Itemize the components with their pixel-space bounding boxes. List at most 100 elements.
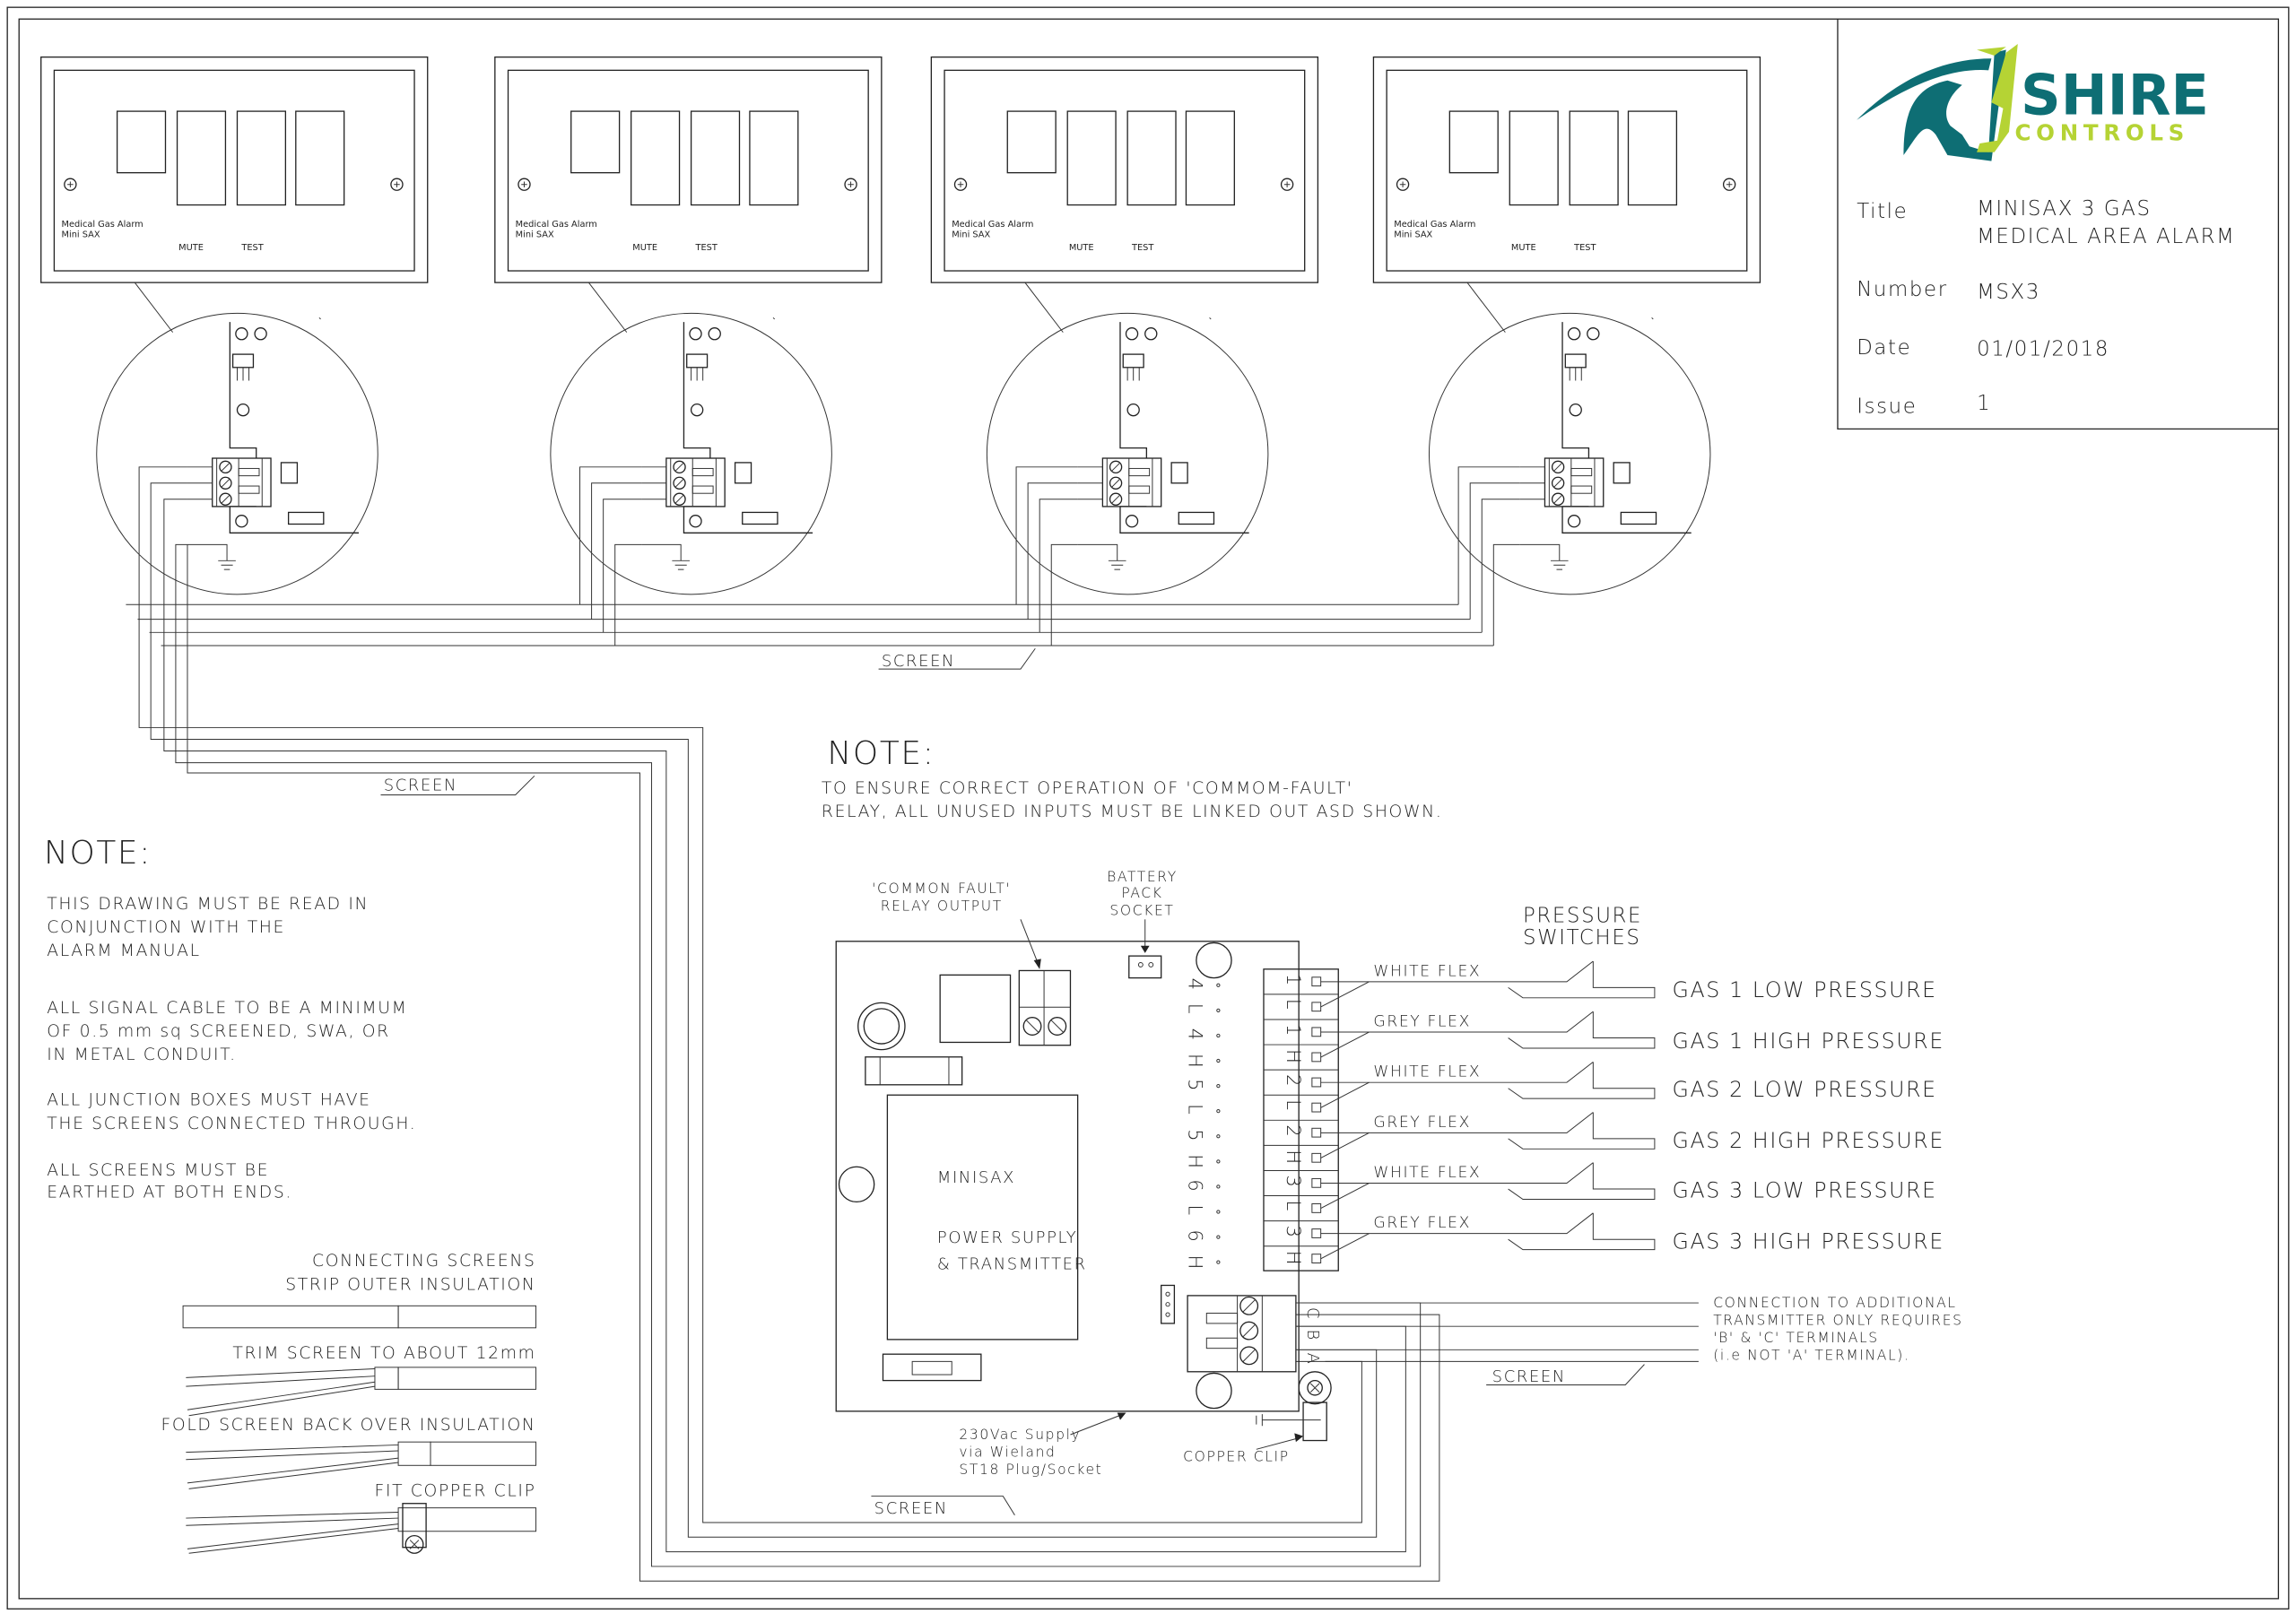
alarm-indicator-window: [570, 110, 621, 174]
terminal-screw: [1311, 976, 1322, 987]
input-label: 4: [1184, 978, 1206, 992]
signal-cables: [126, 466, 1520, 1582]
flex-label: GREY FLEX: [1373, 1012, 1471, 1030]
svg-text:STRIP OUTER INSULATION: STRIP OUTER INSULATION: [285, 1275, 535, 1294]
screw-icon: [953, 178, 968, 191]
detector-board-detail: [96, 282, 378, 595]
cable-wire: [1469, 482, 1520, 620]
screw-icon: [235, 327, 248, 341]
number-value: MSX3: [1977, 281, 2040, 304]
input-label: 5: [1184, 1079, 1206, 1092]
gas-label: GAS 2 LOW PRESSURE: [1672, 1077, 1936, 1102]
terminal-label: H: [1282, 1049, 1304, 1065]
battery-label-line2: PACK: [1121, 885, 1162, 901]
flex-label: GREY FLEX: [1373, 1114, 1471, 1132]
title-value-line1: MINISAX 3 GAS: [1977, 197, 2152, 221]
terminal-screw: [1311, 1102, 1322, 1113]
cable-wire: [591, 482, 642, 620]
panel-name-line1: Medical Gas Alarm: [516, 220, 597, 230]
alarm-unit-2: Medical Gas Alarm Mini SAX MUTE TEST: [494, 56, 883, 595]
cable-wire: [1027, 482, 1078, 620]
jumper: [1161, 1284, 1176, 1324]
terminal-screw: [1311, 1177, 1322, 1188]
terminal-label: L: [1282, 1200, 1304, 1211]
terminal-screw: [1311, 1152, 1322, 1163]
shire-controls-logo: SHIRE CONTROLS: [1857, 43, 2209, 161]
input-pad: [1216, 1033, 1221, 1038]
cable-wire: [1039, 499, 1078, 633]
svg-text:SCREEN: SCREEN: [882, 652, 955, 671]
screw-icon: [1722, 178, 1736, 191]
flex-label: WHITE FLEX: [1373, 962, 1481, 980]
screen-label-right: SCREEN: [1486, 1364, 1645, 1386]
note-line: OF 0.5 mm sq SCREENED, SWA, OR: [47, 1022, 390, 1041]
screw-icon: [1125, 515, 1139, 528]
screen-label-bottom: SCREEN: [871, 1496, 1015, 1518]
input-label: 5: [1184, 1129, 1206, 1142]
note-line: CONJUNCTION WITH THE: [47, 918, 285, 937]
alarm-button: [631, 110, 681, 206]
battery-label-line1: BATTERY: [1107, 869, 1178, 885]
note-line: ALL SCREENS MUST BE: [47, 1161, 269, 1180]
terminal-screw: [1311, 1027, 1322, 1037]
mute-button: [236, 110, 287, 206]
mute-button: [690, 110, 741, 206]
screw-icon: [64, 178, 77, 191]
note-line: THE SCREENS CONNECTED THROUGH.: [47, 1115, 416, 1133]
svg-text:CONNECTING SCREENS: CONNECTING SCREENS: [312, 1252, 536, 1271]
cable-wire: [1015, 466, 1078, 605]
mute-label: MUTE: [178, 243, 204, 253]
test-label: TEST: [695, 243, 718, 253]
mute-label: MUTE: [1511, 243, 1536, 253]
screen-label-left: SCREEN: [380, 775, 535, 796]
terminal-label: 3: [1282, 1226, 1304, 1239]
cable-wire: [187, 544, 1440, 1582]
panel-name-line2: Mini SAX: [516, 230, 554, 239]
detector-board-detail: [1428, 282, 1711, 595]
input-label: H: [1184, 1154, 1206, 1170]
cable-wire: [138, 466, 1362, 1523]
copper-clip-icon: [402, 1503, 427, 1554]
test-label: TEST: [1573, 243, 1596, 253]
logo-controls-text: CONTROLS: [2015, 120, 2190, 146]
screw-icon: [517, 178, 531, 191]
board-name: MINISAX: [937, 1168, 1015, 1187]
terminal-screw: [1311, 1203, 1322, 1213]
supply-label-line1: 230Vac Supply: [959, 1427, 1081, 1443]
mute-button: [1569, 110, 1619, 206]
alarm-button: [1509, 110, 1559, 206]
terminal-screw: [1311, 1127, 1322, 1138]
terminal-label: 2: [1282, 1124, 1304, 1138]
copper-clip-label: COPPER CLIP: [1183, 1448, 1290, 1464]
flex-label: WHITE FLEX: [1373, 1164, 1481, 1182]
terminal-screw: [1311, 1077, 1322, 1088]
alarm-indicator-window: [1006, 110, 1057, 174]
date-value: 01/01/2018: [1977, 338, 2109, 361]
input-pad: [1216, 1184, 1221, 1189]
input-pad: [1216, 1159, 1221, 1164]
input-label: L: [1184, 1104, 1206, 1115]
alarm-button: [1066, 110, 1117, 206]
terminal-screw: [1311, 1052, 1322, 1063]
input-label: H: [1184, 1255, 1206, 1271]
terminal-label: H: [1282, 1150, 1304, 1166]
alarm-panel: Medical Gas Alarm Mini SAX MUTE TEST: [494, 56, 883, 283]
alarm-unit-4: Medical Gas Alarm Mini SAX MUTE TEST: [1372, 56, 1761, 595]
sheet-inner-border: [18, 18, 2280, 1600]
title-value-line2: MEDICAL AREA ALARM: [1977, 225, 2235, 248]
svg-text:FIT COPPER CLIP: FIT COPPER CLIP: [375, 1482, 536, 1501]
input-pad: [1216, 1260, 1221, 1264]
input-pad: [1216, 983, 1221, 987]
title-block: SHIRE CONTROLS Title MINISAX 3 GAS MEDIC…: [1837, 19, 2279, 430]
pressure-heading-line1: PRESSURE: [1523, 905, 1642, 928]
input-pad: [1216, 1134, 1221, 1139]
input-label: L: [1184, 1204, 1206, 1216]
cable-wire: [150, 482, 1378, 1538]
input-label: L: [1184, 1003, 1206, 1015]
screw-icon: [1567, 327, 1581, 341]
sheet-outer-border: [6, 6, 2290, 1610]
board-line3: & TRANSMITTER: [937, 1255, 1087, 1274]
